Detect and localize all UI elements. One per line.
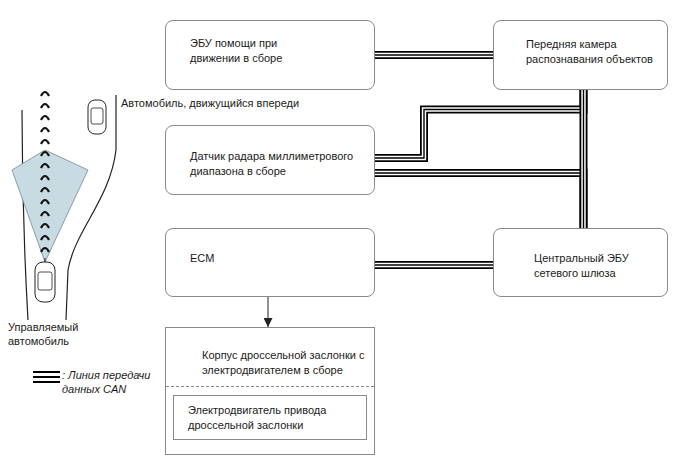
chevron (41, 224, 49, 228)
road-edge (22, 110, 28, 320)
radar-cone (12, 150, 88, 262)
can-stroke (375, 90, 584, 158)
can-bus-line (375, 55, 493, 56)
ecu-box: ЭБУ помощи при движении в сборе (165, 20, 375, 90)
node-label: ECM (190, 251, 360, 266)
can-bus-line (375, 265, 493, 266)
chevron (41, 188, 49, 192)
can-stroke (581, 90, 585, 228)
signal-arrow (268, 297, 269, 327)
chevron (41, 128, 49, 132)
node-label: Электродвигатель привода дроссельной зас… (188, 403, 348, 433)
can-stroke (375, 54, 493, 55)
chevron (41, 92, 49, 96)
legend-can-sample (33, 372, 60, 382)
node-label: Корпус дроссельной заслонки с электродви… (202, 348, 366, 378)
vehicle-ahead-label: Автомобиль, движущийся впереди (121, 96, 299, 110)
chevron (41, 200, 49, 204)
path-chevrons (41, 92, 49, 252)
own-vehicle-label: Управляемый автомобиль (8, 320, 100, 349)
node-label: Датчик радара миллиметрового диапазона в… (190, 149, 365, 179)
chevron (41, 212, 49, 216)
can-stroke (375, 53, 493, 57)
can-stroke (375, 51, 493, 59)
can-stroke (375, 90, 584, 158)
node-label: Передняя камера распознавания объектов (526, 37, 659, 67)
radar-box: Датчик радара миллиметрового диапазона в… (165, 125, 375, 195)
can-stroke (375, 90, 584, 158)
dashed-separator (166, 386, 374, 387)
chevron (41, 104, 49, 108)
chevron (41, 176, 49, 180)
chevron (41, 140, 49, 144)
camera-box: Передняя камера распознавания объектов (493, 20, 668, 90)
throttle-motor-box: Электродвигатель привода дроссельной зас… (173, 395, 367, 440)
gateway-box: Центральный ЭБУ сетевого шлюза (493, 228, 668, 297)
chevron (41, 152, 49, 156)
throttle-body-box: Корпус дроссельной заслонки с электродви… (165, 327, 375, 455)
can-stroke (375, 173, 584, 228)
can-stroke (580, 90, 588, 228)
can-stroke (375, 261, 493, 269)
can-bus-line (583, 90, 584, 228)
can-stroke (375, 173, 584, 228)
chevron (41, 248, 49, 252)
can-stroke (375, 173, 584, 228)
arrow-stroke (268, 297, 269, 327)
road-edge (66, 95, 116, 320)
vehicle-ahead (88, 100, 106, 134)
can-bus-line (375, 90, 584, 158)
can-stroke (583, 90, 584, 228)
node-label: Центральный ЭБУ сетевого шлюза (534, 251, 659, 281)
can-stroke (375, 263, 493, 267)
chevron (41, 236, 49, 240)
legend-text: : Линия передачи данных CAN (62, 368, 154, 397)
can-stroke (375, 264, 493, 265)
node-label: ЭБУ помощи при движении в сборе (190, 36, 320, 66)
chevron (41, 116, 49, 120)
can-bus-line (375, 173, 584, 228)
own-vehicle (35, 258, 55, 302)
ecm-box: ECM (165, 228, 375, 297)
chevron (41, 164, 49, 168)
